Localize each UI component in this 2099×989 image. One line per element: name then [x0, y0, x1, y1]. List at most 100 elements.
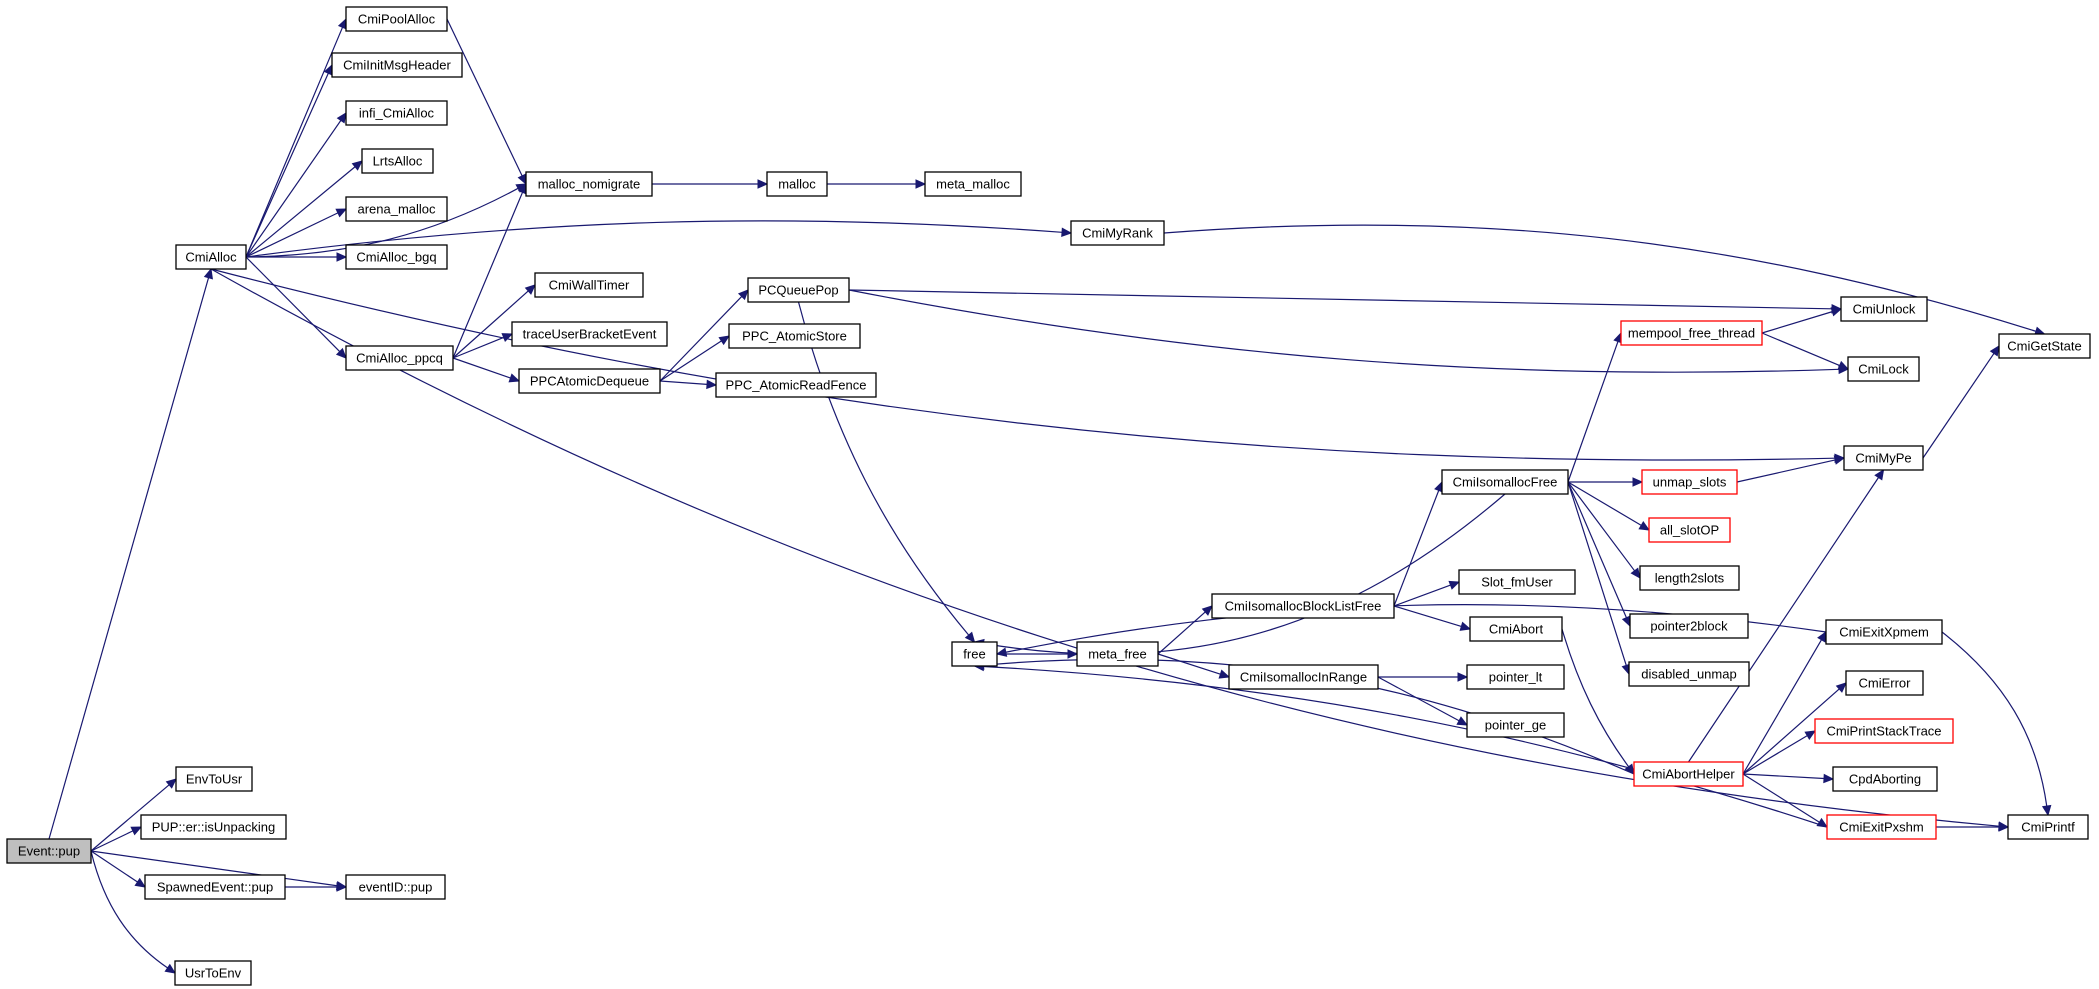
node-cmilock[interactable]: CmiLock: [1847, 356, 1920, 382]
node-cmiexitpxshm[interactable]: CmiExitPxshm: [1826, 814, 1937, 840]
edge-line: [90, 784, 170, 852]
node-eventid-pup[interactable]: eventID::pup: [345, 874, 446, 900]
edge-line: [1761, 332, 1840, 367]
edge-line: [90, 850, 168, 969]
arrowhead: [964, 631, 976, 643]
node-cmialloc-bgq[interactable]: CmiAlloc_bgq: [345, 244, 448, 270]
node-box: [345, 100, 448, 126]
node-cmigetstate[interactable]: CmiGetState: [1998, 333, 2091, 359]
node-slot-fmuser[interactable]: Slot_fmUser: [1458, 569, 1576, 595]
edge-cmiaborthelper-to-cmiexitxpmem: [1742, 630, 1827, 775]
edge-meta_free-to-cmiisomallocblocklistfree: [1157, 605, 1213, 655]
node-meta-free[interactable]: meta_free: [1076, 641, 1159, 667]
edge-line: [90, 850, 338, 887]
node-pointer-ge[interactable]: pointer_ge: [1466, 712, 1565, 738]
node-cmiexitxpmem[interactable]: CmiExitXpmem: [1825, 619, 1943, 645]
node-label: all_slotOP: [1660, 523, 1719, 538]
edge-cmiisomallocblocklistfree-to-slot_fmuser: [1393, 580, 1461, 607]
node-label: CmiLock: [1858, 362, 1909, 377]
node-arena-malloc[interactable]: arena_malloc: [345, 196, 448, 222]
edge-cmiexitpxshm-to-free: [973, 661, 1828, 828]
node-box: [1458, 569, 1576, 595]
node-event-pup[interactable]: Event::pup: [6, 838, 92, 864]
edge-cmialloc-to-cmimype: [210, 268, 1846, 463]
node-envtousr[interactable]: EnvToUsr: [175, 766, 253, 792]
node-box: [140, 814, 287, 840]
node-cmimyrank[interactable]: CmiMyRank: [1070, 220, 1165, 246]
edge-line: [245, 187, 519, 258]
node-free[interactable]: free: [951, 641, 998, 667]
node-label: PPCAtomicDequeue: [530, 374, 649, 389]
node-cmiabort[interactable]: CmiAbort: [1469, 616, 1563, 642]
arrowhead: [336, 111, 347, 124]
node-cmipoolalloc[interactable]: CmiPoolAlloc: [345, 6, 448, 32]
arrowhead: [706, 379, 718, 390]
node-label: pointer2block: [1650, 619, 1728, 634]
node-label: CmiInitMsgHeader: [343, 58, 451, 73]
arrowhead: [1630, 567, 1641, 579]
edge-line: [452, 357, 511, 379]
node-traceuserbracketevent[interactable]: traceUserBracketEvent: [511, 321, 668, 347]
node-box: [1814, 718, 1954, 744]
node-infi-cmialloc[interactable]: infi_CmiAlloc: [345, 100, 448, 126]
edge-cmiisomallocfree-to-unmap_slots: [1568, 477, 1644, 487]
node-ppcatomicdequeue[interactable]: PPCAtomicDequeue: [518, 368, 661, 394]
edge-line: [1736, 459, 1836, 483]
node-malloc[interactable]: malloc: [766, 171, 828, 197]
node-lrtsalloc[interactable]: LrtsAlloc: [361, 148, 434, 174]
node-label: CmiMyRank: [1082, 226, 1153, 241]
node-unmap-slots[interactable]: unmap_slots: [1641, 469, 1738, 495]
node-pointer-lt[interactable]: pointer_lt: [1466, 664, 1565, 690]
arrowhead: [1874, 468, 1885, 481]
edge-line: [1742, 773, 1820, 823]
node-box: [6, 838, 92, 864]
node-pointer2block[interactable]: pointer2block: [1629, 613, 1749, 639]
edge-cmipoolalloc-to-malloc_nomigrate: [446, 18, 527, 186]
node-label: PCQueuePop: [758, 283, 838, 298]
arrowhead: [1998, 822, 2010, 832]
node-all-slotop[interactable]: all_slotOP: [1648, 517, 1731, 543]
node-isunpacking[interactable]: PUP::er::isUnpacking: [140, 814, 287, 840]
node-cmiprintstacktrace[interactable]: CmiPrintStackTrace: [1814, 718, 1954, 744]
node-spawnedevent-pup[interactable]: SpawnedEvent::pup: [144, 874, 286, 900]
node-ppc-atomicstore[interactable]: PPC_AtomicStore: [728, 323, 861, 349]
node-usrtoenv[interactable]: UsrToEnv: [174, 960, 252, 986]
arrowhead: [1837, 360, 1850, 370]
node-label: EnvToUsr: [186, 772, 243, 787]
node-label: disabled_unmap: [1641, 667, 1736, 682]
node-box: [518, 368, 661, 394]
node-cmierror[interactable]: CmiError: [1845, 670, 1924, 696]
node-cmiisomallocinrange[interactable]: CmiIsomallocInRange: [1228, 664, 1379, 690]
node-cmiprintf[interactable]: CmiPrintf: [2007, 814, 2089, 840]
node-cmialloc[interactable]: CmiAlloc: [175, 244, 247, 270]
edge-line: [848, 289, 1833, 310]
arrowhead: [1830, 307, 1843, 317]
node-box: [1633, 761, 1744, 787]
edge-line: [90, 850, 138, 883]
node-cmimype[interactable]: CmiMyPe: [1843, 445, 1924, 471]
node-ppc-atomicreadfence[interactable]: PPC_AtomicReadFence: [715, 372, 877, 398]
node-cpdaborting[interactable]: CpdAborting: [1832, 766, 1938, 792]
arrowhead: [1989, 344, 2000, 357]
node-cmiisomallocblocklistfree[interactable]: CmiIsomallocBlockListFree: [1211, 593, 1395, 619]
edge-line: [210, 268, 2000, 827]
node-cmiisomallocfree[interactable]: CmiIsomallocFree: [1441, 469, 1569, 495]
arrowhead: [995, 647, 1008, 657]
node-cmiunlock[interactable]: CmiUnlock: [1840, 296, 1928, 322]
node-box: [1628, 661, 1750, 687]
node-pcqueuepop[interactable]: PCQueuePop: [747, 277, 850, 303]
node-box: [525, 171, 653, 197]
node-malloc-nomigrate[interactable]: malloc_nomigrate: [525, 171, 653, 197]
node-mempool-free-thread[interactable]: mempool_free_thread: [1620, 320, 1763, 346]
node-length2slots[interactable]: length2slots: [1639, 565, 1740, 591]
node-box: [1845, 670, 1924, 696]
node-label: CmiIsomallocBlockListFree: [1225, 599, 1382, 614]
node-cmialloc-ppcq[interactable]: CmiAlloc_ppcq: [345, 345, 454, 371]
arrowhead: [2041, 804, 2052, 817]
node-cmiinitmsgheader[interactable]: CmiInitMsgHeader: [331, 52, 463, 78]
node-cmiaborthelper[interactable]: CmiAbortHelper: [1633, 761, 1744, 787]
node-cmiwalltimer[interactable]: CmiWallTimer: [534, 272, 644, 298]
node-meta-malloc[interactable]: meta_malloc: [924, 171, 1022, 197]
edge-cmialloc-to-lrtsalloc: [245, 160, 363, 258]
node-disabled-unmap[interactable]: disabled_unmap: [1628, 661, 1750, 687]
